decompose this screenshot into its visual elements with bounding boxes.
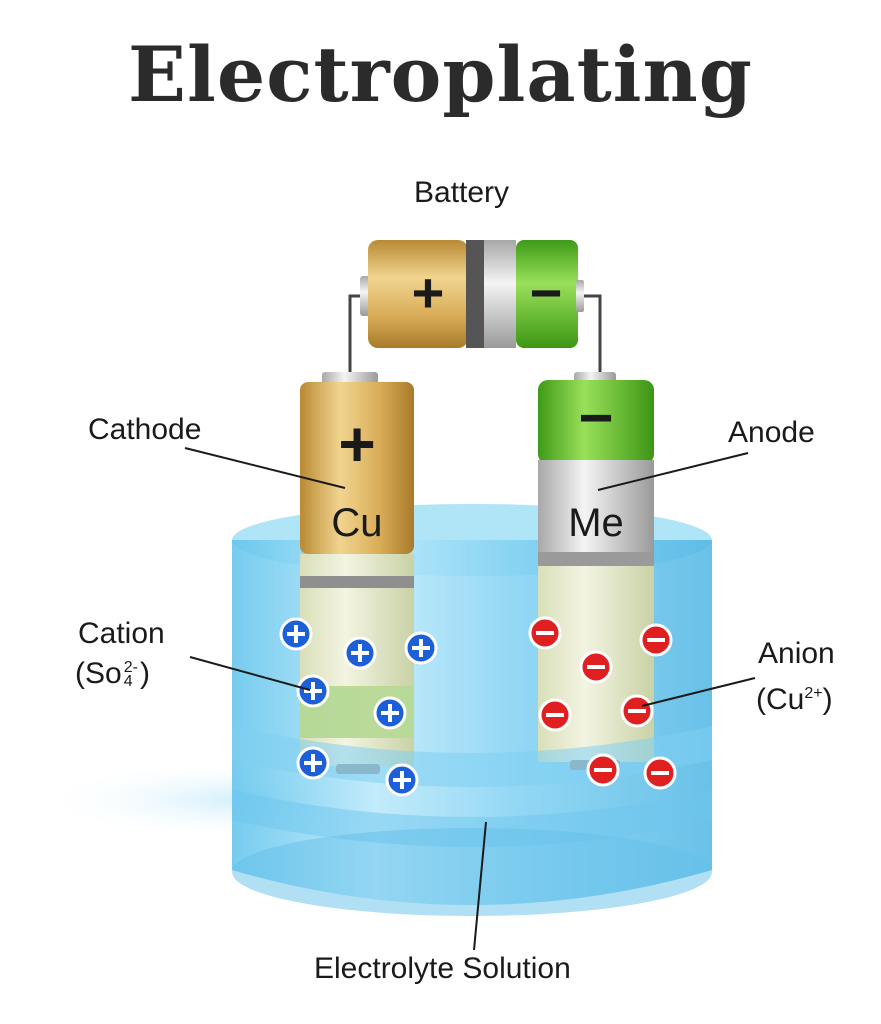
electrolyte-label: Electrolyte Solution — [314, 952, 571, 985]
anion-name: Anion — [758, 637, 835, 670]
cation-particle — [343, 636, 377, 670]
cation-particle — [373, 696, 407, 730]
cation-particle — [404, 631, 438, 665]
anion-label: Anion (Cu2+) — [756, 634, 835, 720]
cation-particle — [296, 674, 330, 708]
beaker-ring-lower — [232, 790, 712, 847]
cathode-leader-line — [184, 447, 346, 489]
anion-particle — [586, 753, 620, 787]
anode-minus-sign: − — [578, 384, 613, 451]
battery — [360, 240, 584, 348]
battery-minus-sign: − — [530, 261, 563, 324]
cation-particles — [279, 617, 438, 797]
cathode-plus-sign: + — [338, 408, 375, 480]
anion-particle — [579, 650, 613, 684]
anode-leader-line — [597, 452, 749, 491]
anion-particle — [639, 623, 673, 657]
anion-leader-line — [641, 677, 756, 707]
cation-particle — [296, 746, 330, 780]
anode-element-symbol: Me — [568, 501, 624, 545]
anion-formula-base: Cu — [766, 683, 805, 716]
battery-plus-sign: + — [412, 261, 445, 324]
wire-right — [578, 294, 602, 372]
cation-particle — [279, 617, 313, 651]
cathode-label: Cathode — [88, 413, 202, 446]
anion-particle — [528, 616, 562, 650]
anion-particle — [538, 698, 572, 732]
cation-subscript: 4 — [123, 673, 133, 691]
electrolyte-leader-line — [473, 821, 487, 951]
anion-particles — [528, 616, 677, 790]
cation-name: Cation — [78, 617, 165, 650]
anode-label: Anode — [728, 416, 815, 449]
anion-formula: (Cu2+) — [756, 683, 833, 716]
anion-particle — [643, 756, 677, 790]
cation-charge: 2- — [123, 659, 138, 677]
cation-particle — [385, 763, 419, 797]
diagram-title: Electroplating — [128, 30, 753, 119]
cation-leader-line — [189, 656, 311, 691]
cathode-element-symbol: Cu — [331, 501, 382, 545]
cation-formula-base: So — [85, 657, 122, 690]
beaker-base — [232, 828, 712, 916]
anion-charge: 2+ — [804, 685, 823, 702]
anion-particle — [620, 694, 654, 728]
battery-label: Battery — [414, 176, 510, 209]
